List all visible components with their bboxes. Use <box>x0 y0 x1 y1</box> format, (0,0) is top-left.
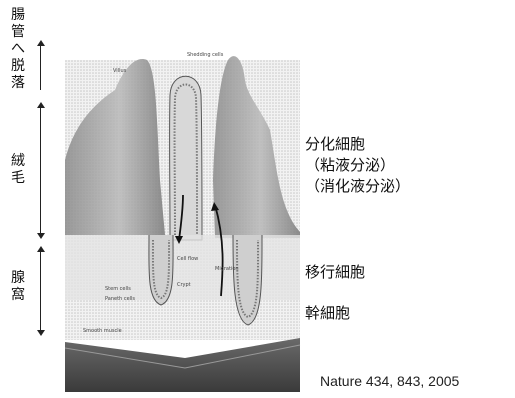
crypt-range-arrow-icon <box>40 252 41 330</box>
villus-range-arrow-icon <box>40 108 41 233</box>
shedding-char: 落 <box>6 75 30 92</box>
villus-char: 毛 <box>6 170 30 187</box>
digestive-secretion-label: （消化液分泌） <box>305 175 410 197</box>
mucus-secretion-label: （粘液分泌） <box>305 154 395 176</box>
paneth-cells-tiny-label: Paneth cells <box>105 296 135 302</box>
crypt-tiny-label: Crypt <box>177 282 191 288</box>
transit-cells-label: 移行細胞 <box>305 261 365 283</box>
shedding-label: 腸 管 へ 脱 落 <box>6 7 30 92</box>
submucosa-band <box>65 235 300 300</box>
left-axis-labels: 腸 管 へ 脱 落 絨 毛 腺 窩 <box>0 0 48 398</box>
shedding-tiny-label: Shedding cells <box>187 52 224 58</box>
cell-flow-tiny-label: Cell flow <box>177 256 198 262</box>
differentiated-cells-label: 分化細胞 <box>305 133 365 155</box>
shedding-char: 脱 <box>6 58 30 75</box>
crypt-label: 腺 窩 <box>6 270 30 304</box>
smooth-muscle-tiny-label: Smooth muscle <box>83 328 122 334</box>
villus-char: 絨 <box>6 153 30 170</box>
shedding-char: へ <box>6 41 30 58</box>
shedding-char: 腸 <box>6 7 30 24</box>
muscle-layer-shape <box>65 338 300 392</box>
citation: Nature 434, 843, 2005 <box>320 373 459 389</box>
migration-tiny-label: Migration <box>215 266 239 272</box>
villus-tiny-label: Villus <box>113 68 127 74</box>
intestinal-villus-illustration: Villus Shedding cells Cell flow Migratio… <box>65 0 305 392</box>
villus-label: 絨 毛 <box>6 153 30 187</box>
stem-cells-tiny-label: Stem cells <box>105 286 131 292</box>
shedding-arrow-icon <box>40 46 41 90</box>
right-annotations: 分化細胞 （粘液分泌） （消化液分泌） 移行細胞 幹細胞 <box>305 0 510 398</box>
crypt-char: 窩 <box>6 287 30 304</box>
crypt-char: 腺 <box>6 270 30 287</box>
stem-cells-label: 幹細胞 <box>305 302 350 324</box>
shedding-char: 管 <box>6 24 30 41</box>
